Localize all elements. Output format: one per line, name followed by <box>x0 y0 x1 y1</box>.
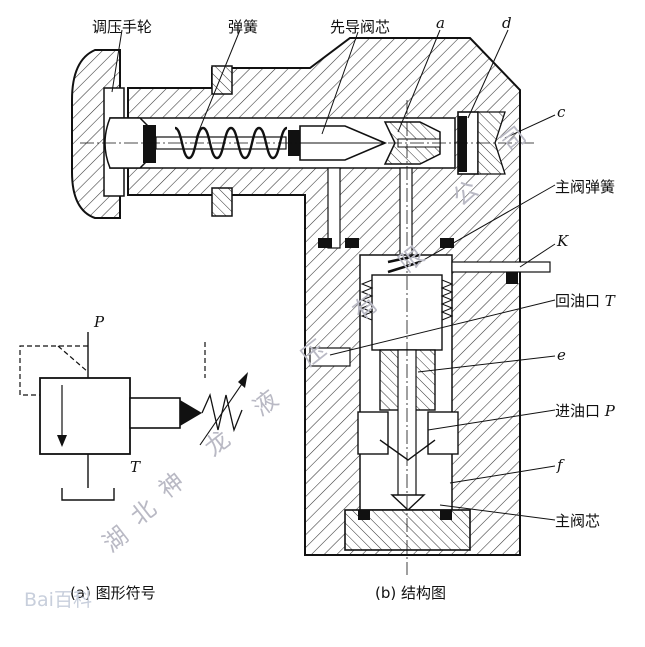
label-d: d <box>502 14 512 32</box>
orifice-k <box>451 261 551 273</box>
pilot-spring-icon <box>174 126 288 160</box>
label-handwheel: 调压手轮 <box>92 18 153 36</box>
label-inlet-p: P <box>604 402 615 420</box>
label-e: e <box>557 346 566 364</box>
label-return-t: T <box>604 292 615 310</box>
label-k: K <box>557 232 569 250</box>
label-pilot-core: 先导阀芯 <box>330 18 391 36</box>
label-main-core: 主阀芯 <box>555 512 601 530</box>
label-f: f <box>557 456 563 474</box>
leader-lines <box>111 29 556 521</box>
caption-a: (a) 图形符号 <box>70 584 156 602</box>
label-inlet-port-text: 进油口 <box>555 402 601 420</box>
label-return-port-text: 回油口 <box>555 292 601 310</box>
label-return-port: 回油口 T <box>555 290 615 311</box>
label-inlet-port: 进油口 P <box>555 400 615 421</box>
baidu-watermark: Bai百科 <box>24 589 92 611</box>
label-spring: 弹簧 <box>228 18 259 36</box>
label-a: a <box>436 14 445 32</box>
pilot-cone <box>299 125 388 161</box>
threaded-collar <box>211 65 233 217</box>
symbol-label-t: T <box>130 458 141 476</box>
symbol-label-p: P <box>94 313 105 331</box>
relief-valve-symbol <box>19 332 248 501</box>
label-main-spring: 主阀弹簧 <box>555 178 616 196</box>
main-spring-icon <box>387 253 421 360</box>
bottom-plug <box>344 509 471 551</box>
caption-b: (b) 结构图 <box>375 584 446 602</box>
label-c: c <box>557 103 566 121</box>
drain-passage <box>327 167 341 249</box>
